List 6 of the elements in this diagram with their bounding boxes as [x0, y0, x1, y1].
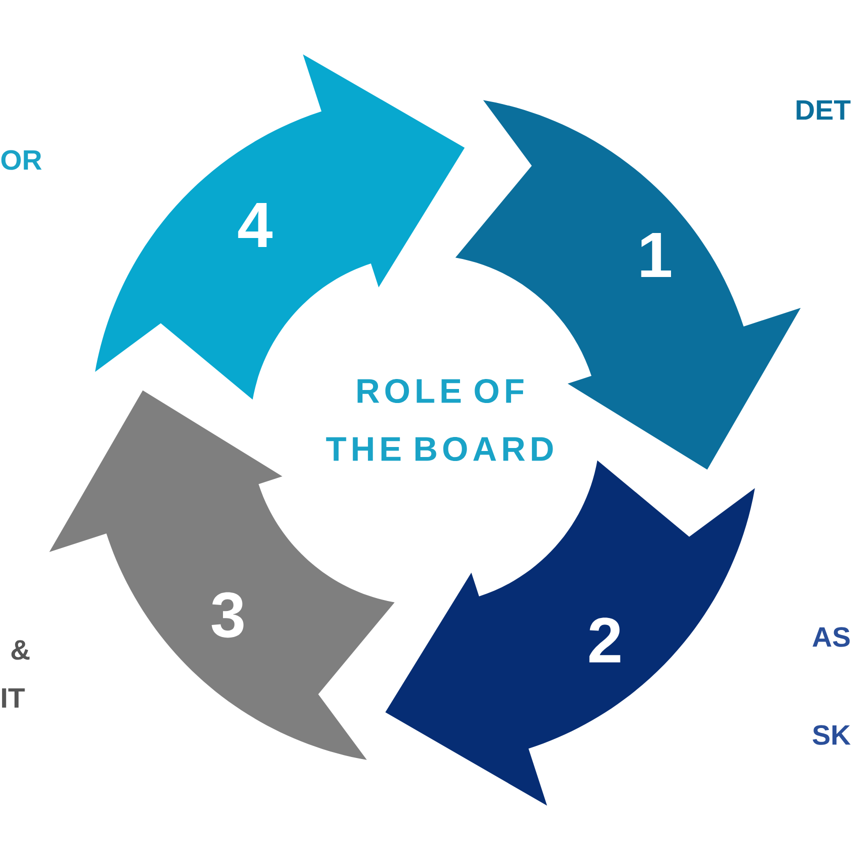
side-label: OR: [1, 150, 42, 170]
side-label: &: [11, 640, 30, 660]
side-label: SK: [812, 725, 851, 745]
cycle-segment: 2: [385, 460, 755, 806]
side-label: AS: [812, 627, 850, 647]
side-label: IT: [2, 688, 25, 708]
